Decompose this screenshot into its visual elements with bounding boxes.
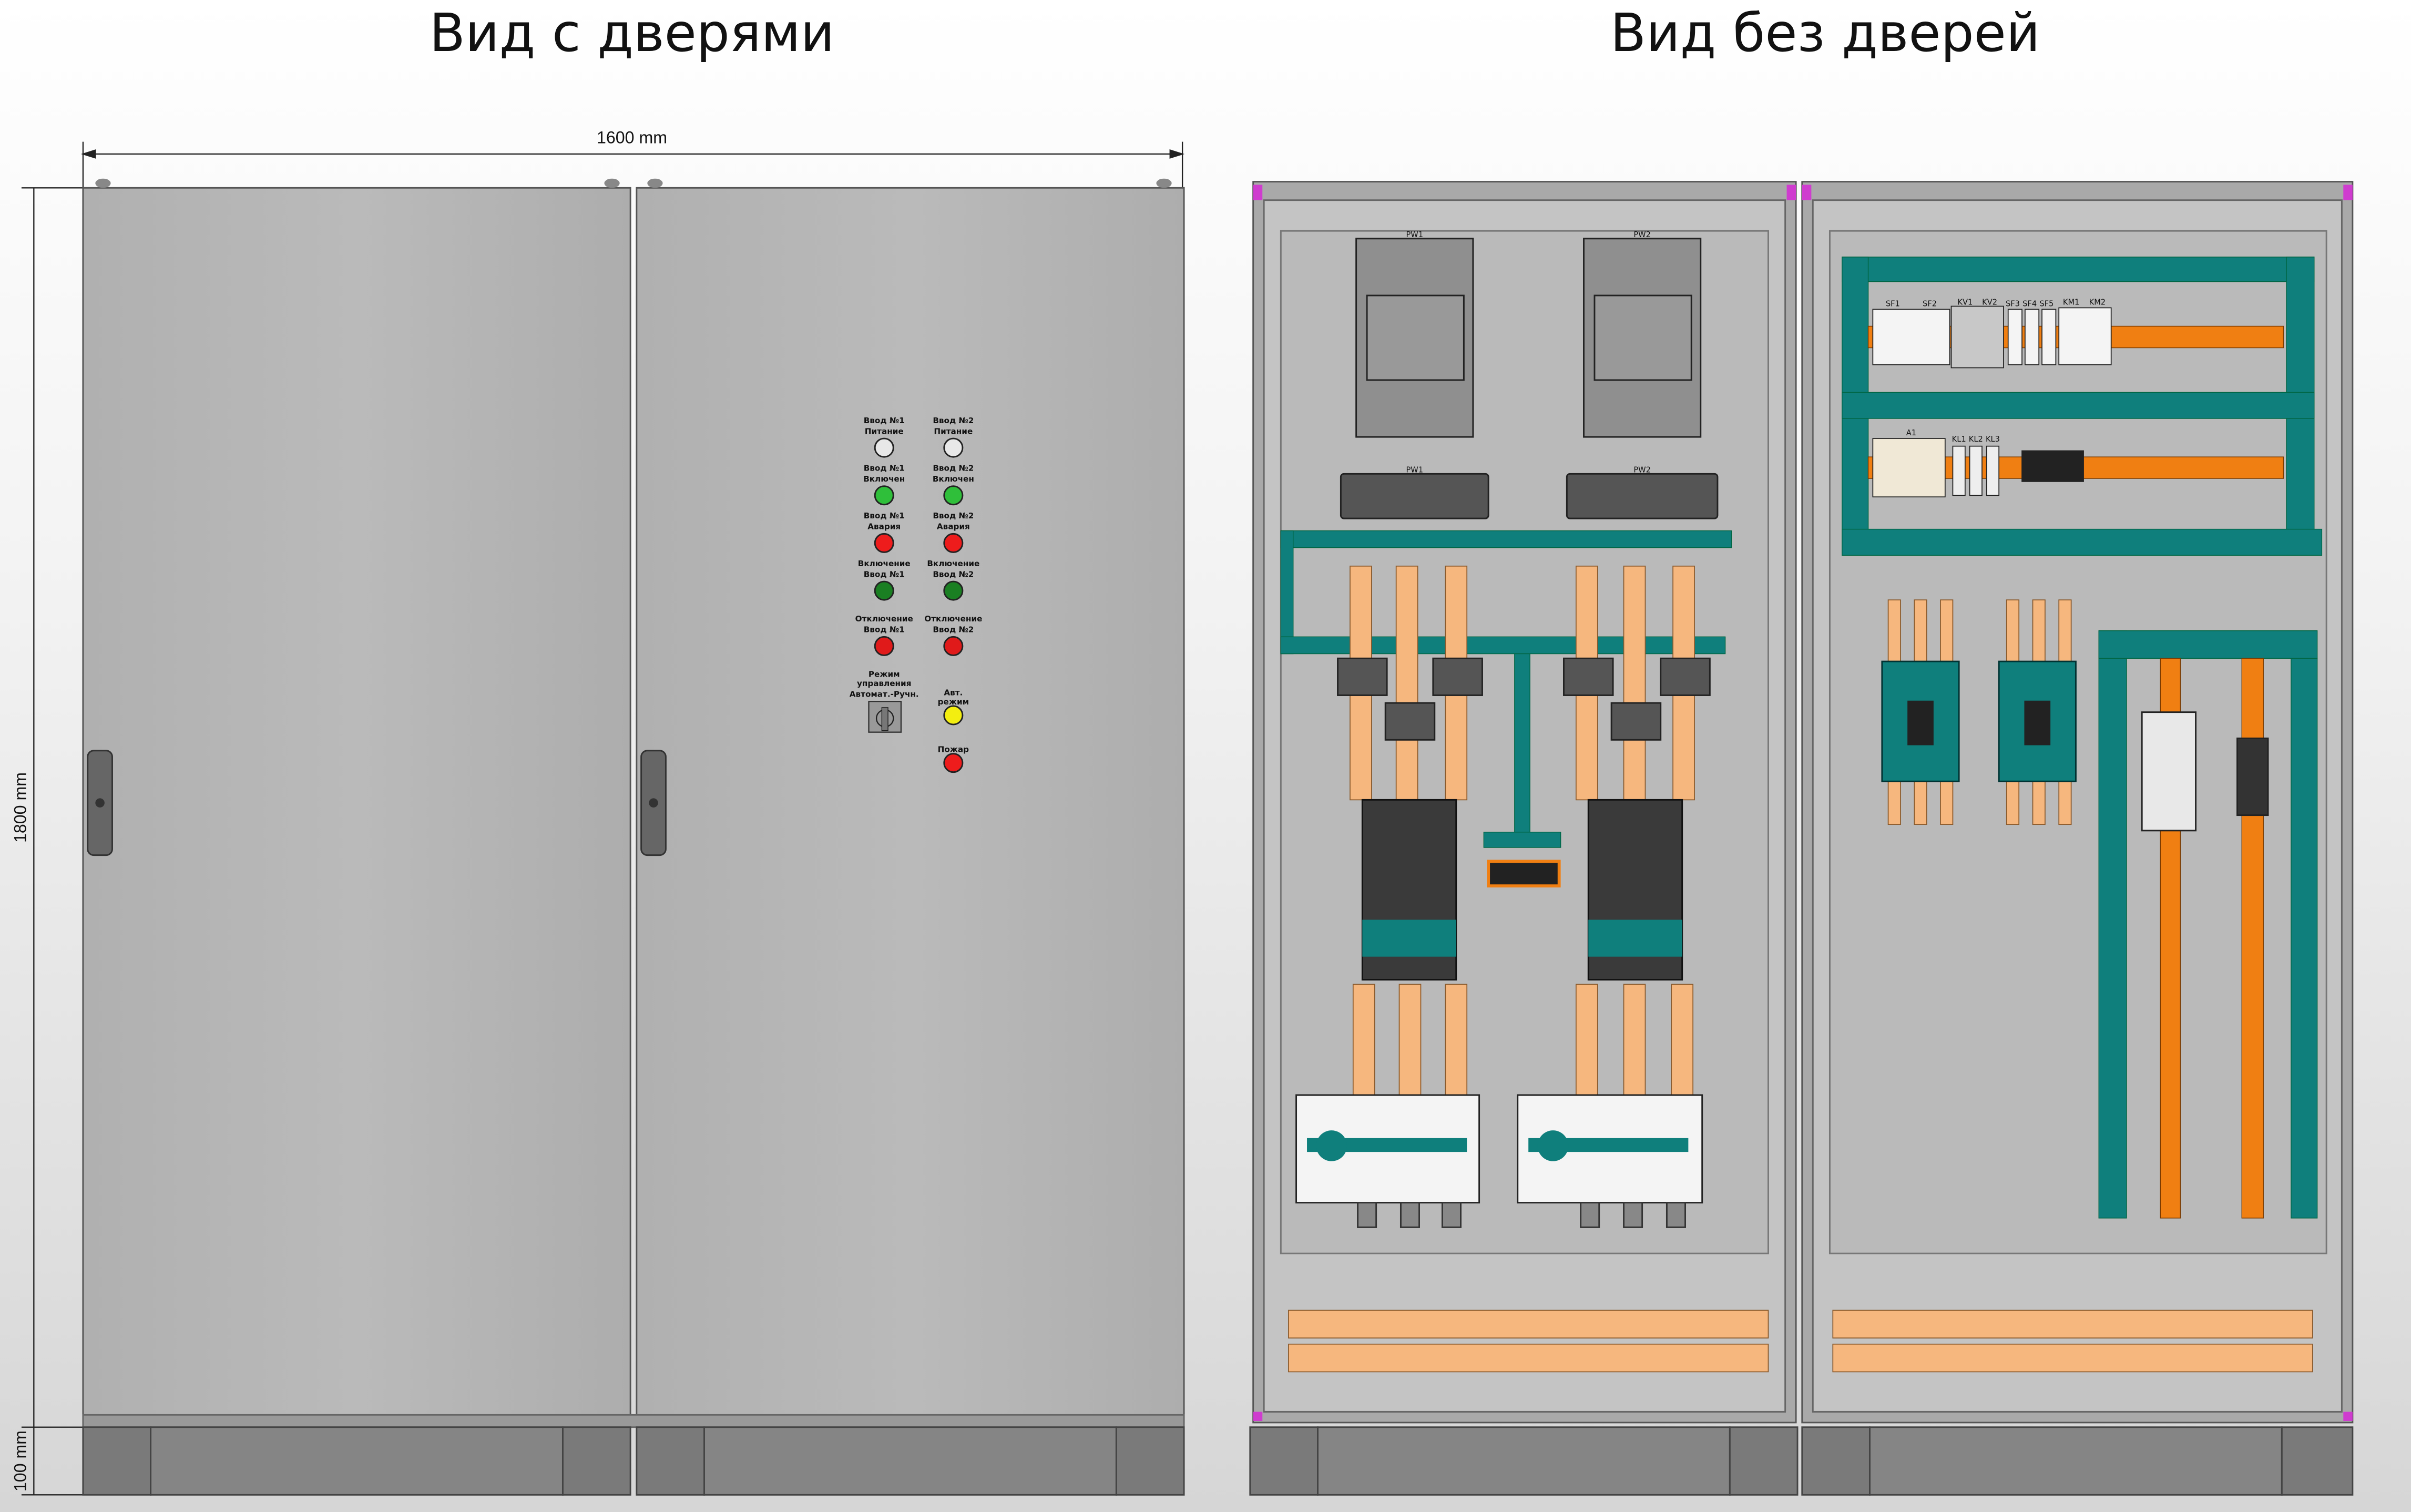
indicator-label: Ввод №1 [864,463,905,473]
right-section: SF1 SF2 KV1 KV2 SF3 SF4 SF5 KM1 KM2 A1 K… [1842,257,2323,1219]
indicator-label: Питание [865,426,904,436]
indicator-label: Ввод №1 [864,511,905,520]
fire-lamp [943,753,964,773]
terminal-block [2236,737,2269,816]
selector-knob-icon [881,707,888,731]
meter-pw2 [1583,238,1702,438]
indicator-label: Отключение [924,614,982,624]
indicator-lamp [874,580,894,601]
indicator-label: Включен [863,474,905,484]
module-labels: SF1 SF2 KV1 KV2 SF3 SF4 SF5 KM1 KM2 A1 K… [1886,298,2106,444]
plinth [1249,1426,2354,1496]
switch-disconnector-2[interactable] [1517,1094,1703,1204]
right-door [636,187,1185,1424]
circuit-breaker-q1 [1361,799,1457,981]
mode-switch[interactable]: Режим управления Автомат.-Ручн. [850,669,919,733]
meter-label: PW1 [1406,465,1423,474]
indicator-label: Авария [937,522,970,532]
indicator-label: Включен [933,474,974,484]
module-label: KV1 [1957,298,1973,307]
mode-switch-label: Автомат.-Ручн. [850,689,919,699]
meter-label: PW2 [1633,465,1651,474]
indicator-label: Ввод №2 [933,625,974,635]
left-section: PW1 PW2 PW1 PW2 [1280,230,1732,1228]
module-label: A1 [1906,428,1916,437]
indicator-lamp [874,636,894,656]
module-label: KL2 [1969,435,1983,444]
indicator-label: Ввод №2 [933,569,974,579]
din-modules-row1 [1872,305,2112,369]
module-label: SF2 [1923,300,1937,309]
indicator-label: Включение [858,559,911,568]
lock-icon [649,798,658,808]
module-label: KL1 [1952,435,1966,444]
mode-switch-label: Режим [869,669,900,679]
module-label: KL3 [1986,435,2000,444]
left-door [82,187,631,1424]
module-label: SF5 [2039,300,2054,309]
lock-icon [95,798,105,808]
meter-display-pw2 [1566,473,1719,519]
module-label: KV2 [1982,298,1997,307]
indicator-lamp [943,437,964,458]
auto-mode-lamp [943,705,964,726]
indicator-label: Ввод №1 [864,569,905,579]
indicator-label: Ввод №2 [933,463,974,473]
module-label: SF1 [1886,300,1900,309]
module-label: KM1 [2063,298,2079,307]
indicator-lamp [874,437,894,458]
indicator-lamp [874,485,894,506]
title-without-doors: Вид без дверей [1610,3,2040,64]
indicator-lamp [943,636,964,656]
plinth-height-label: 100 mm [11,1431,30,1491]
auto-mode-label: Авт. [944,688,963,697]
indicator-label: Ввод №1 [864,416,905,425]
fire-label: Пожар [938,745,969,754]
circuit-breaker-q2 [1587,799,1683,981]
meter-display-pw1 [1340,473,1489,519]
indicator-lamp [874,533,894,553]
cable-duct [1842,257,2323,1219]
module-label: SF4 [2022,300,2037,309]
height-label: 1800 mm [11,772,30,843]
indicator-label: Включение [927,559,979,568]
dimension-width [81,141,1185,188]
terminal-block [2141,711,2197,832]
indicator-label: Ввод №2 [933,416,974,425]
plinth [82,1426,1185,1496]
indicator-lamp [943,580,964,601]
meter-pw1 [1355,238,1474,438]
mode-switch-label: управления [857,679,911,688]
meter-label: PW1 [1406,230,1423,239]
indicator-lamp [943,485,964,506]
switch-disconnector-1[interactable] [1295,1094,1480,1204]
indicator-label: Отключение [855,614,913,624]
cabinet-with-doors [82,178,1185,1496]
indicator-label: Ввод №2 [933,511,974,520]
module-label: KM2 [2089,298,2106,307]
module-label: SF3 [2006,300,2020,309]
indicator-label: Ввод №1 [864,625,905,635]
title-with-doors: Вид с дверями [430,3,835,64]
dimension-height [21,187,83,1496]
indicator-lamp [943,533,964,553]
current-transformers [1337,657,1711,741]
width-label: 1600 mm [597,128,667,147]
copper-bus-horizontal [1288,1310,2313,1373]
meter-label: PW2 [1633,230,1651,239]
indicator-label: Питание [934,426,973,436]
terminal-block [1487,860,1561,888]
indicator-label: Авария [867,522,901,532]
auto-mode-label: режим [938,697,969,707]
din-modules-row2 [1872,438,2084,498]
